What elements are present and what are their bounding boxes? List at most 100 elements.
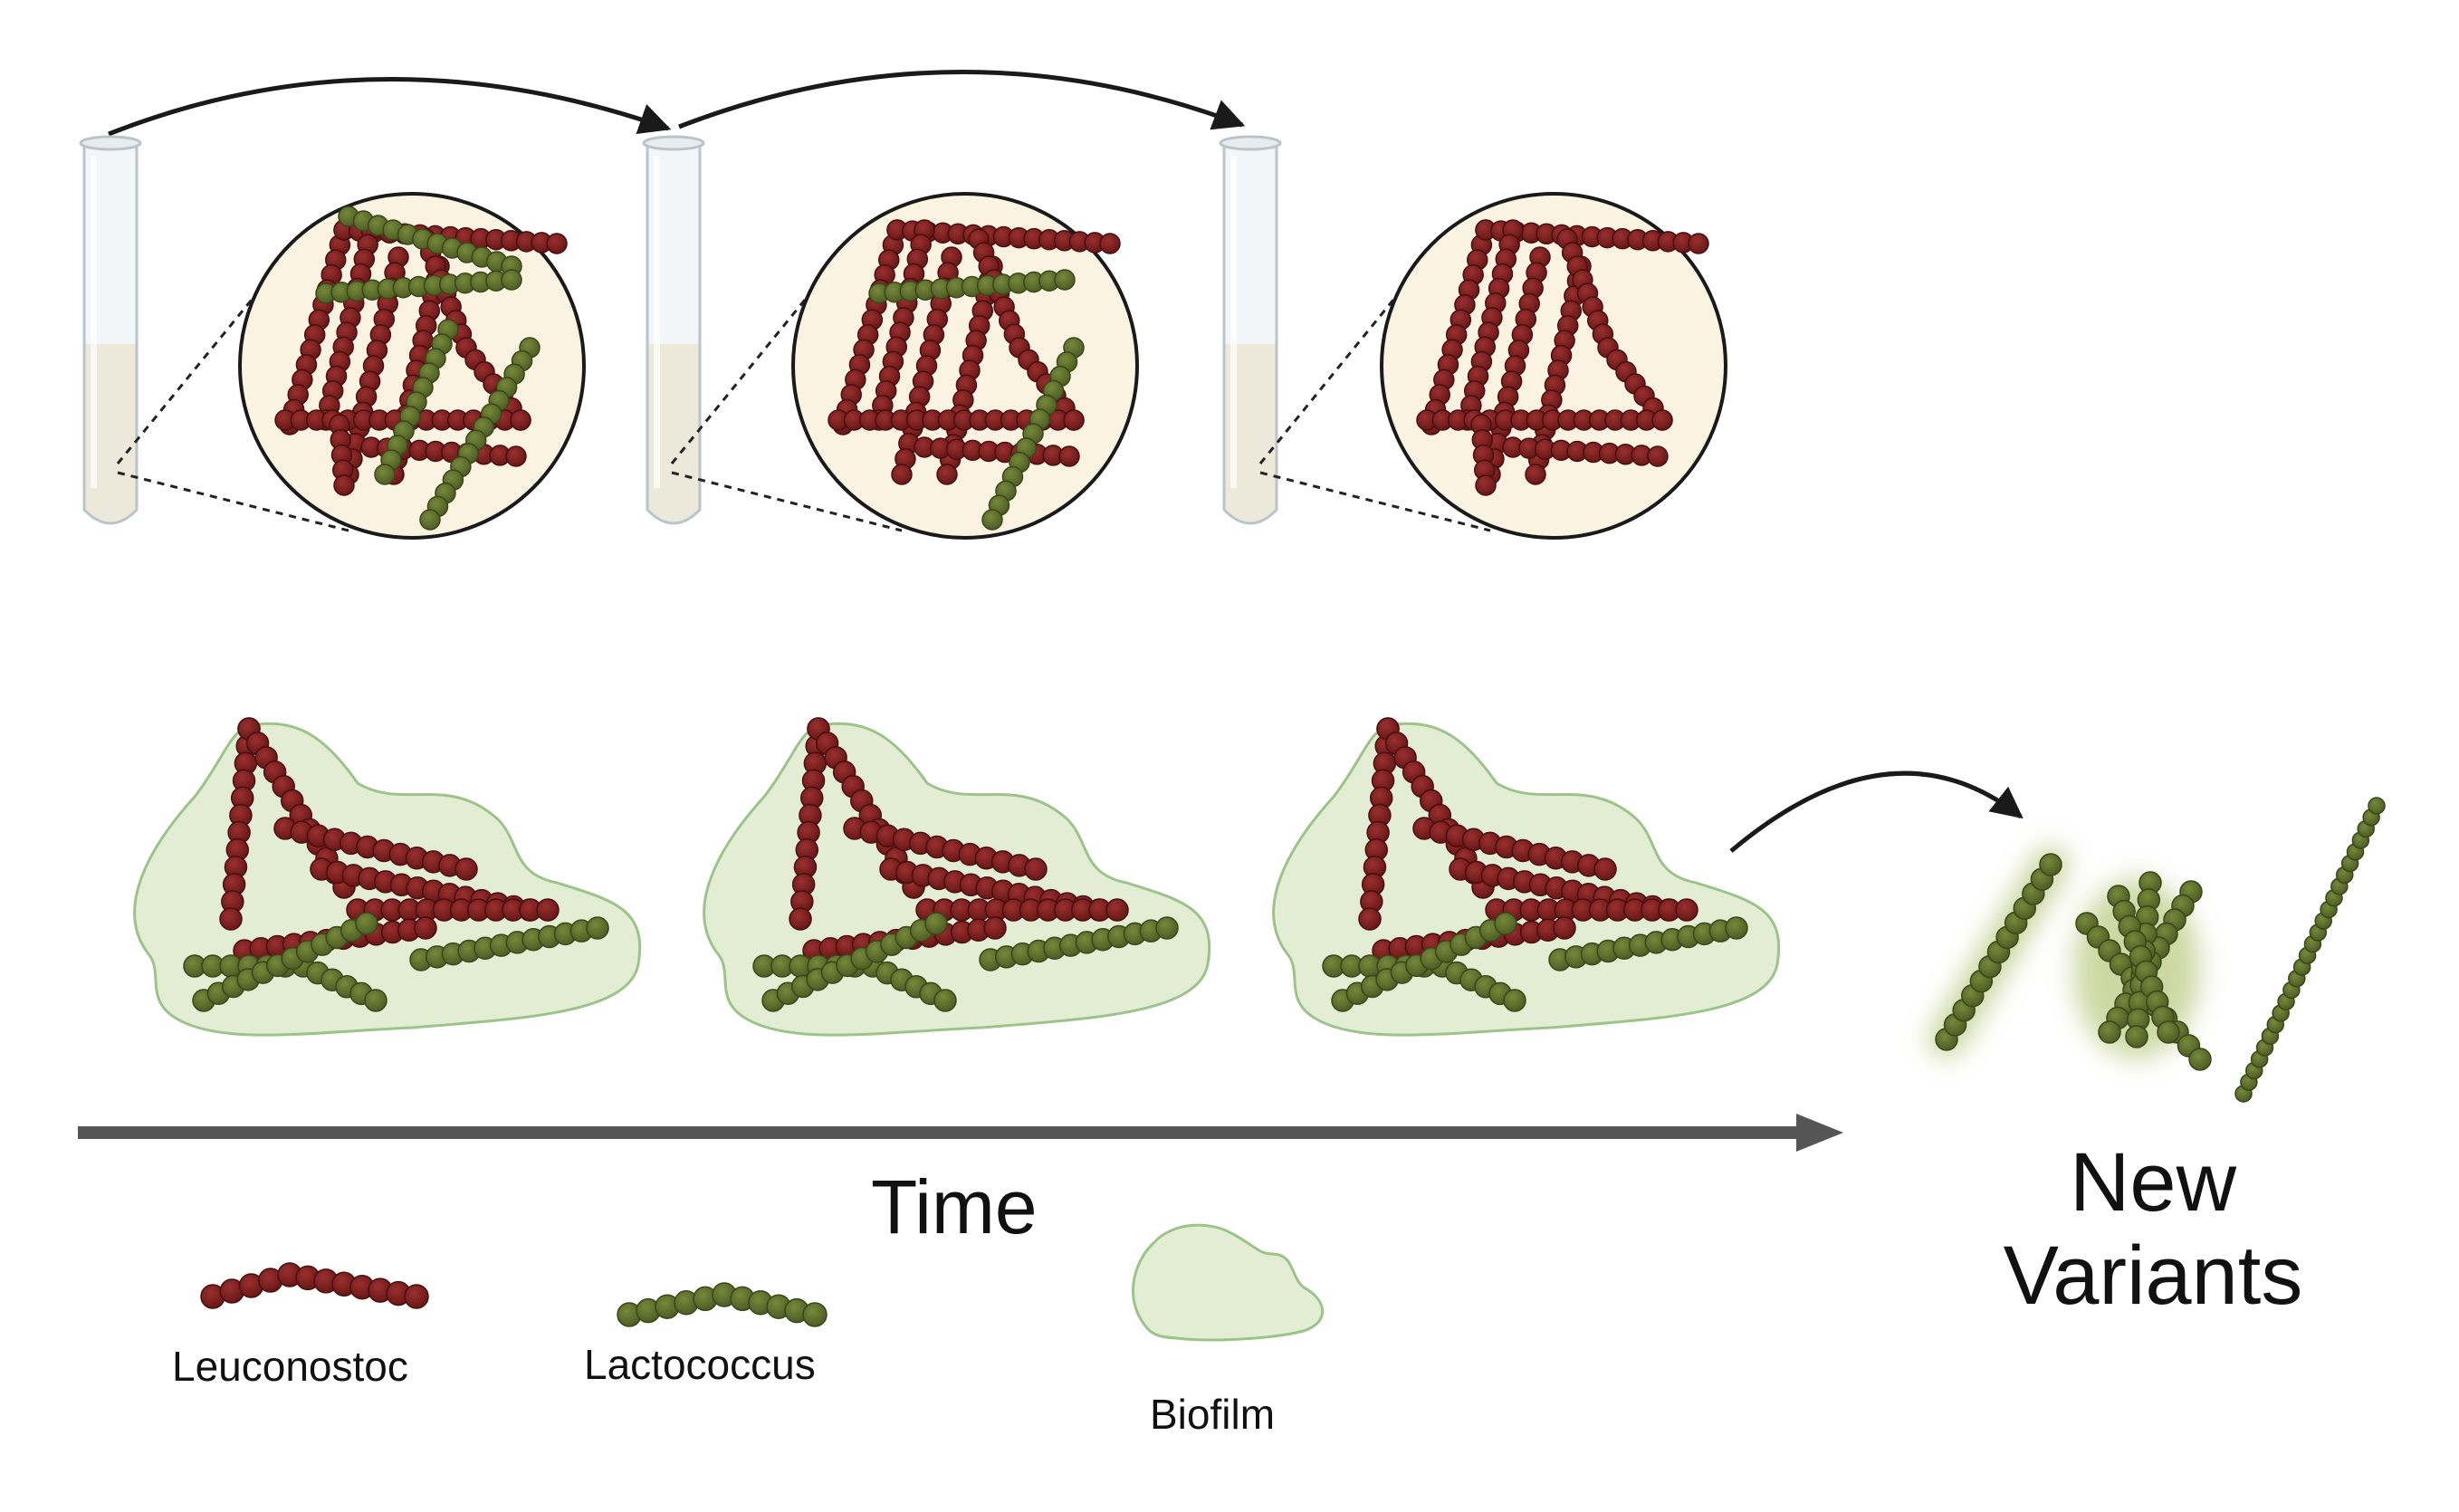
leuconostoc-cell bbox=[333, 474, 355, 496]
lactococcus-cell bbox=[981, 509, 1003, 531]
variant-chain bbox=[2234, 797, 2386, 1103]
lactococcus-cell bbox=[1054, 269, 1076, 291]
leuconostoc-chain bbox=[346, 898, 560, 922]
lactococcus-cell bbox=[2368, 797, 2386, 815]
leuconostoc-chain bbox=[1416, 409, 1673, 431]
lactococcus-cell bbox=[802, 1302, 828, 1327]
leuconostoc-cell bbox=[1358, 907, 1382, 931]
legend-chain bbox=[200, 1262, 429, 1309]
lactococcus-cell bbox=[1494, 912, 1517, 935]
culture-medium bbox=[647, 344, 700, 523]
lactococcus-chain bbox=[761, 912, 948, 1012]
variant-chain bbox=[2107, 885, 2180, 1044]
leuconostoc-cell bbox=[1688, 233, 1709, 254]
leuconostoc-cell bbox=[1525, 464, 1546, 485]
legend-chain bbox=[617, 1282, 828, 1327]
lactococcus-cell bbox=[419, 509, 441, 531]
legend-leuconostoc-label: Leuconostoc bbox=[172, 1343, 408, 1390]
culture-medium bbox=[84, 344, 137, 523]
lactococcus-chain bbox=[409, 916, 609, 971]
lactococcus-chain bbox=[419, 337, 541, 531]
new-variants bbox=[1928, 797, 2386, 1103]
leuconostoc-cell bbox=[536, 898, 560, 922]
tube-rim bbox=[642, 135, 705, 151]
leuconostoc-cell bbox=[936, 464, 958, 485]
variant-2 bbox=[2073, 871, 2212, 1071]
leuconostoc-chain bbox=[1502, 436, 1669, 467]
leuconostoc-cell bbox=[1675, 898, 1698, 922]
leuconostoc-chain bbox=[1485, 898, 1698, 922]
lactococcus-chain bbox=[981, 337, 1085, 531]
legend-biofilm-label: Biofilm bbox=[1150, 1391, 1276, 1438]
variant-3 bbox=[2234, 797, 2386, 1103]
lactococcus-cell bbox=[501, 269, 522, 291]
leuconostoc-chain bbox=[273, 817, 478, 881]
new-variants-label: New Variants bbox=[1963, 1136, 2343, 1323]
leuconostoc-cell bbox=[1024, 857, 1048, 881]
lactococcus-chain bbox=[374, 319, 459, 485]
leuconostoc-chain bbox=[315, 219, 382, 431]
leuconostoc-cell bbox=[510, 409, 531, 431]
lactococcus-cell bbox=[933, 989, 957, 1012]
lactococcus-cell bbox=[924, 912, 948, 935]
leuconostoc-chain bbox=[1412, 817, 1617, 881]
lactococcus-chain bbox=[868, 269, 1076, 304]
magnified-circle bbox=[116, 192, 586, 540]
leuconostoc-cell bbox=[1593, 857, 1617, 881]
leuconostoc-cell bbox=[404, 1284, 429, 1309]
time-label: Time bbox=[871, 1164, 1038, 1249]
leuconostoc-cell bbox=[1063, 409, 1085, 431]
time-arrow bbox=[78, 1114, 1843, 1152]
legend-biofilm-icon bbox=[1132, 1223, 1325, 1342]
legend-leuconostoc-icon bbox=[200, 1262, 429, 1309]
culture-medium bbox=[1224, 344, 1277, 523]
tube-glass bbox=[82, 143, 139, 525]
leuconostoc-chain bbox=[915, 898, 1129, 922]
leuconostoc-cell bbox=[891, 464, 913, 485]
leuconostoc-cell bbox=[1651, 409, 1673, 431]
lactococcus-cell bbox=[1503, 989, 1526, 1012]
lactococcus-chain bbox=[338, 206, 522, 277]
leuconostoc-cell bbox=[219, 907, 243, 931]
culture-tube bbox=[1219, 135, 1282, 525]
culture-tubes bbox=[79, 135, 1282, 525]
tube-glass bbox=[1222, 143, 1278, 525]
leuconostoc-cell bbox=[454, 857, 478, 881]
biofilm bbox=[133, 717, 642, 1037]
leuconostoc-chain bbox=[1470, 414, 1497, 496]
lactococcus-chain bbox=[315, 269, 522, 304]
leuconostoc-chain bbox=[329, 414, 355, 496]
transfer-arrows bbox=[108, 70, 1246, 137]
lactococcus-cell bbox=[2157, 1020, 2180, 1044]
lactococcus-chain bbox=[1331, 912, 1517, 1012]
lactococcus-cell bbox=[1725, 916, 1748, 940]
leuconostoc-cell bbox=[1553, 916, 1576, 940]
leuconostoc-cell bbox=[1647, 445, 1669, 467]
tube-highlight bbox=[91, 156, 97, 488]
lactococcus-cell bbox=[364, 989, 388, 1012]
tube-highlight bbox=[1230, 156, 1237, 488]
lactococcus-cell bbox=[1155, 916, 1179, 940]
variants-arrow bbox=[1729, 770, 2024, 853]
transfer-arrow-2 bbox=[678, 70, 1246, 130]
lactococcus-cell bbox=[2188, 1048, 2212, 1071]
lactococcus-cell bbox=[2039, 853, 2062, 876]
leuconostoc-cell bbox=[1099, 233, 1121, 254]
biofilm-stages bbox=[133, 717, 1781, 1037]
leuconostoc-cell bbox=[546, 233, 568, 254]
legend-lactococcus-label: Lactococcus bbox=[584, 1341, 816, 1388]
leuconostoc-chain bbox=[843, 817, 1048, 881]
lactococcus-chain bbox=[192, 912, 378, 1012]
culture-tube bbox=[79, 135, 142, 525]
leuconostoc-cell bbox=[1105, 898, 1129, 922]
variant-chain bbox=[1935, 853, 2062, 1051]
variant-1 bbox=[1928, 847, 2069, 1057]
biofilm bbox=[1272, 717, 1781, 1037]
leuconostoc-chain bbox=[1556, 228, 1673, 431]
legend-lactococcus-icon bbox=[617, 1282, 828, 1327]
lactococcus-cell bbox=[2125, 1025, 2148, 1048]
new-variants-label-line2: Variants bbox=[2003, 1230, 2303, 1323]
lactococcus-cell bbox=[355, 912, 378, 935]
tube-glass bbox=[646, 143, 702, 525]
